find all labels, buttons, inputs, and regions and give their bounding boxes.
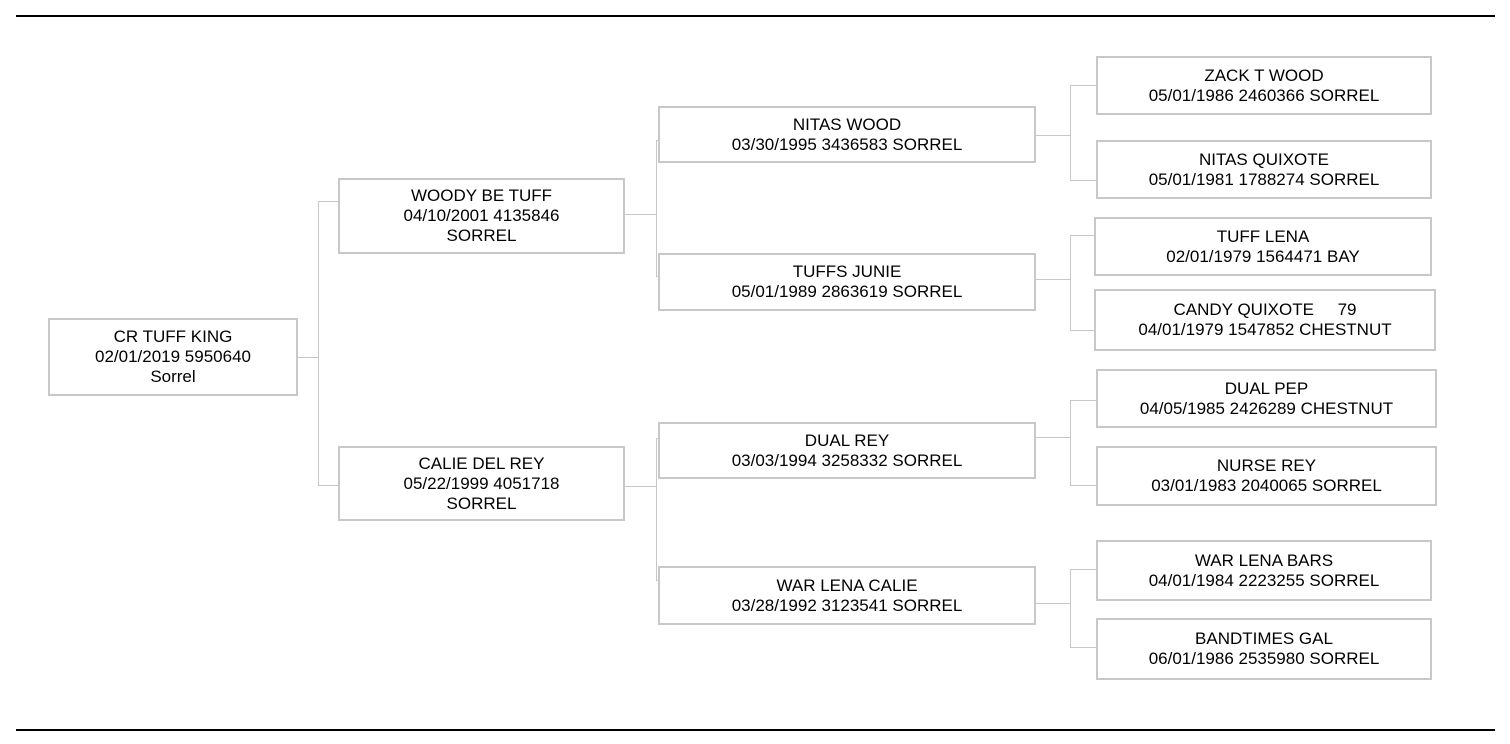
horse-details: 05/01/1986 2460366 SORREL — [1148, 85, 1380, 105]
connector — [625, 486, 656, 487]
connector — [1070, 180, 1098, 181]
connector — [1070, 400, 1071, 485]
horse-details: 02/01/2019 5950640 — [95, 347, 251, 366]
horse-card-ds-sire[interactable]: DUAL PEP 04/05/1985 2426289 CHESTNUT — [1096, 369, 1437, 428]
horse-details: 03/01/1983 2040065 SORREL — [1151, 476, 1382, 495]
horse-details: 05/22/1999 4051718 — [403, 473, 560, 493]
connector — [1070, 85, 1098, 86]
horse-name: CR TUFF KING — [113, 327, 233, 346]
horse-card-sire-sire[interactable]: NITAS WOOD 03/30/1995 3436583 SORREL — [658, 106, 1036, 163]
horse-name: NITAS QUIXOTE — [1198, 149, 1330, 169]
connector — [298, 357, 318, 358]
connector — [1070, 85, 1071, 180]
connector — [1036, 603, 1070, 604]
connector — [318, 485, 340, 486]
horse-name: CALIE DEL REY — [418, 453, 545, 473]
horse-details: 06/01/1986 2535980 SORREL — [1148, 649, 1380, 668]
bottom-rule — [16, 729, 1495, 731]
connector — [625, 214, 656, 215]
horse-details: 04/10/2001 4135846 — [403, 206, 560, 225]
connector — [318, 201, 319, 485]
horse-name: NITAS WOOD — [792, 114, 902, 134]
horse-details: 04/01/1984 2223255 SORREL — [1148, 570, 1380, 590]
horse-card-ss-sire[interactable]: ZACK T WOOD 05/01/1986 2460366 SORREL — [1096, 56, 1432, 115]
connector — [1070, 647, 1098, 648]
connector — [656, 438, 657, 580]
horse-details: 02/01/1979 1564471 BAY — [1166, 246, 1360, 266]
connector — [1070, 235, 1096, 236]
top-rule — [16, 15, 1495, 17]
connector — [1070, 330, 1096, 331]
horse-card-sire-dam[interactable]: TUFFS JUNIE 05/01/1989 2863619 SORREL — [658, 253, 1036, 311]
horse-details: 05/01/1981 1788274 SORREL — [1148, 169, 1380, 189]
connector — [1070, 485, 1098, 486]
horse-details: 03/03/1994 3258332 SORREL — [731, 450, 963, 470]
horse-name: DUAL PEP — [1224, 378, 1309, 398]
horse-name: WAR LENA CALIE — [776, 575, 918, 595]
connector — [1070, 569, 1071, 647]
horse-card-ds-dam[interactable]: NURSE REY 03/01/1983 2040065 SORREL — [1096, 446, 1437, 506]
horse-card-dam-dam[interactable]: WAR LENA CALIE 03/28/1992 3123541 SORREL — [658, 566, 1036, 625]
horse-card-sire[interactable]: WOODY BE TUFF 04/10/2001 4135846 SORREL — [338, 178, 625, 254]
connector — [1036, 279, 1070, 280]
horse-color: Sorrel — [150, 367, 196, 386]
horse-details: 05/01/1989 2863619 SORREL — [731, 282, 963, 301]
connector — [1036, 135, 1070, 136]
horse-name: DUAL REY — [804, 430, 890, 450]
horse-card-dam-sire[interactable]: DUAL REY 03/03/1994 3258332 SORREL — [658, 422, 1036, 479]
horse-name: BANDTIMES GAL — [1195, 629, 1333, 648]
horse-color: SORREL — [446, 493, 517, 513]
horse-card-dd-sire[interactable]: WAR LENA BARS 04/01/1984 2223255 SORREL — [1096, 540, 1432, 601]
horse-color: SORREL — [446, 226, 517, 245]
horse-details: 03/28/1992 3123541 SORREL — [731, 595, 963, 615]
horse-details: 04/01/1979 1547852 CHESTNUT — [1138, 320, 1392, 339]
connector — [1070, 569, 1098, 570]
connector — [656, 140, 657, 276]
horse-name: TUFFS JUNIE — [792, 262, 902, 281]
horse-card-ss-dam[interactable]: NITAS QUIXOTE 05/01/1981 1788274 SORREL — [1096, 140, 1432, 199]
horse-card-sd-sire[interactable]: TUFF LENA 02/01/1979 1564471 BAY — [1094, 217, 1432, 276]
horse-name: CANDY QUIXOTE 79 — [1173, 300, 1357, 319]
horse-card-dd-dam[interactable]: BANDTIMES GAL 06/01/1986 2535980 SORREL — [1096, 618, 1432, 680]
connector — [1070, 400, 1096, 401]
horse-name: NURSE REY — [1216, 456, 1317, 475]
horse-name: ZACK T WOOD — [1204, 65, 1324, 85]
horse-card-sd-dam[interactable]: CANDY QUIXOTE 79 04/01/1979 1547852 CHES… — [1094, 289, 1436, 351]
connector — [1036, 437, 1070, 438]
horse-details: 03/30/1995 3436583 SORREL — [731, 134, 963, 154]
connector — [1070, 235, 1071, 330]
horse-card-subject[interactable]: CR TUFF KING 02/01/2019 5950640 Sorrel — [48, 318, 298, 396]
horse-details: 04/05/1985 2426289 CHESTNUT — [1139, 398, 1394, 418]
horse-name: WAR LENA BARS — [1194, 550, 1334, 570]
horse-card-dam[interactable]: CALIE DEL REY 05/22/1999 4051718 SORREL — [338, 446, 625, 521]
connector — [318, 201, 340, 202]
horse-name: WOODY BE TUFF — [410, 186, 553, 205]
horse-name: TUFF LENA — [1216, 226, 1310, 246]
